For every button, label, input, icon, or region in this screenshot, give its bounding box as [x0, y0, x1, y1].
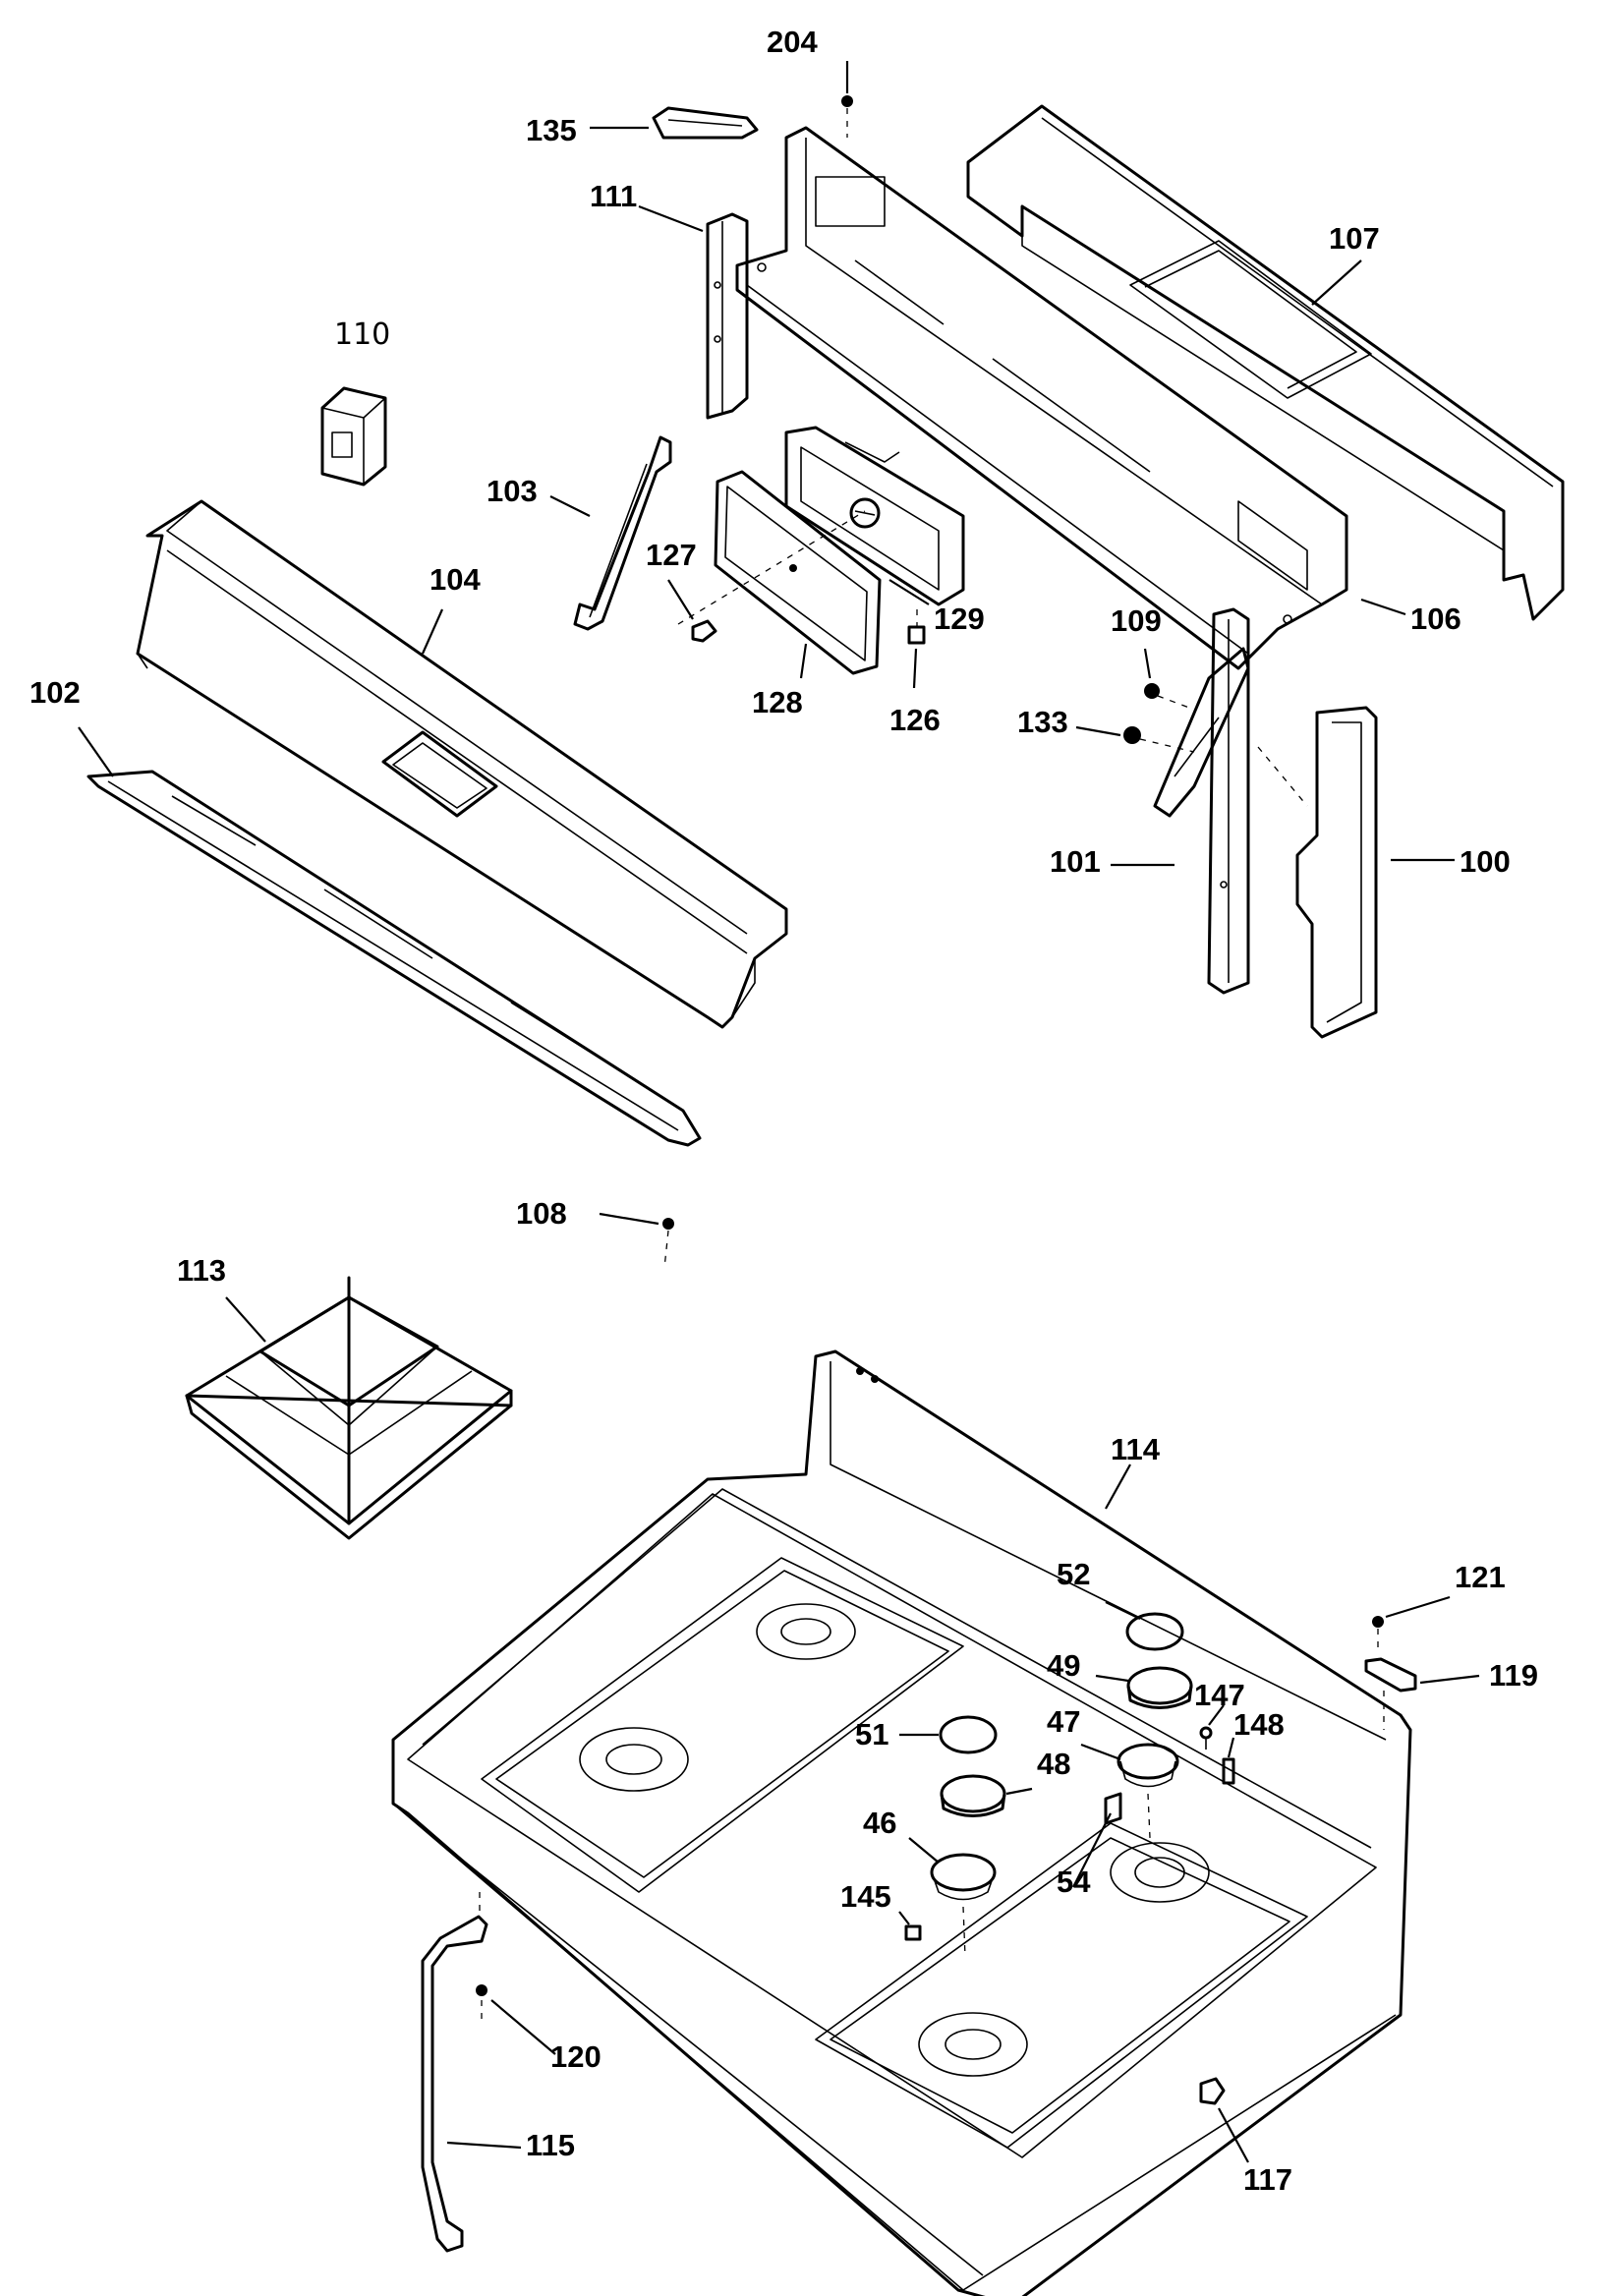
part-119-hinge-bracket: [1364, 1657, 1417, 1730]
callout-117: 117: [1243, 2162, 1292, 2197]
part-51-cap: [939, 1715, 998, 1754]
callout-52: 52: [1057, 1557, 1090, 1591]
part-133-nut: [1123, 726, 1195, 753]
part-52-cap: [1125, 1612, 1184, 1651]
part-126-clip: [907, 609, 926, 645]
callout-labels: 204 135 111 107 110 103 127 104 129 106 …: [29, 25, 1538, 2197]
callout-102: 102: [29, 675, 81, 710]
part-108-screw: [662, 1218, 674, 1269]
callout-113: 113: [177, 1253, 226, 1288]
callout-106: 106: [1410, 602, 1461, 636]
callout-108: 108: [516, 1196, 567, 1231]
callout-128: 128: [752, 685, 803, 719]
callout-51: 51: [855, 1717, 888, 1751]
callout-49: 49: [1047, 1648, 1080, 1683]
part-127-knob: [691, 619, 717, 643]
part-109-nut: [1144, 683, 1190, 709]
callout-120: 120: [550, 2039, 602, 2074]
part-129-clock-housing: [784, 426, 965, 606]
callout-107: 107: [1329, 221, 1380, 256]
callout-119: 119: [1489, 1658, 1538, 1693]
part-101-side-bracket: [1153, 607, 1250, 995]
callout-100: 100: [1460, 844, 1511, 879]
callout-148: 148: [1233, 1707, 1285, 1742]
callout-48: 48: [1037, 1747, 1070, 1781]
part-46-burner-base: [930, 1853, 997, 1957]
part-120-screw: [476, 1984, 487, 2020]
callout-133: 133: [1017, 705, 1068, 739]
part-47-burner-base: [1117, 1743, 1179, 1839]
part-100-end-cap: [1257, 706, 1378, 1039]
part-204-screw: [841, 95, 853, 138]
callout-135: 135: [526, 113, 577, 147]
part-128-glass-panel: [677, 470, 882, 675]
part-102-trim-strip: [86, 770, 702, 1147]
callout-54: 54: [1057, 1865, 1091, 1899]
part-110-relay-box: [320, 386, 387, 487]
part-49-burner-head: [1126, 1666, 1193, 1709]
part-106-back-panel: [735, 126, 1348, 670]
part-107-top-cover: [966, 104, 1565, 621]
callout-129: 129: [934, 602, 985, 636]
part-147-igniter-clip: [1199, 1726, 1213, 1750]
part-103-bracket: [573, 435, 672, 631]
part-115-support-rod: [421, 1892, 488, 2253]
callout-46: 46: [863, 1806, 896, 1840]
part-113-burner-grate: [185, 1276, 513, 1540]
callout-115: 115: [526, 2128, 575, 2162]
callout-127: 127: [646, 538, 697, 572]
callout-147: 147: [1194, 1678, 1245, 1712]
part-48-burner-head: [940, 1774, 1006, 1817]
callout-101: 101: [1050, 844, 1101, 879]
part-135-bracket: [652, 106, 759, 140]
part-111-side-bracket: [706, 212, 749, 420]
part-121-screw: [1372, 1616, 1384, 1651]
callout-47: 47: [1047, 1704, 1080, 1739]
callout-204: 204: [767, 25, 818, 59]
part-104-control-panel: [136, 499, 788, 1029]
callout-110: 110: [334, 317, 390, 352]
part-148-orifice: [1222, 1757, 1235, 1785]
callout-109: 109: [1111, 603, 1162, 638]
callout-121: 121: [1455, 1560, 1506, 1594]
part-54-igniter: [1104, 1792, 1122, 1825]
part-117-foot: [1199, 2077, 1226, 2105]
callout-104: 104: [430, 562, 481, 597]
leader-lines: [78, 61, 1480, 2163]
callout-114: 114: [1111, 1432, 1161, 1466]
callout-126: 126: [889, 703, 941, 737]
callout-111: 111: [590, 179, 637, 213]
part-114-cooktop: [391, 1349, 1412, 2296]
part-145-clip: [904, 1924, 922, 1941]
callout-103: 103: [487, 474, 538, 508]
callout-145: 145: [840, 1879, 891, 1914]
